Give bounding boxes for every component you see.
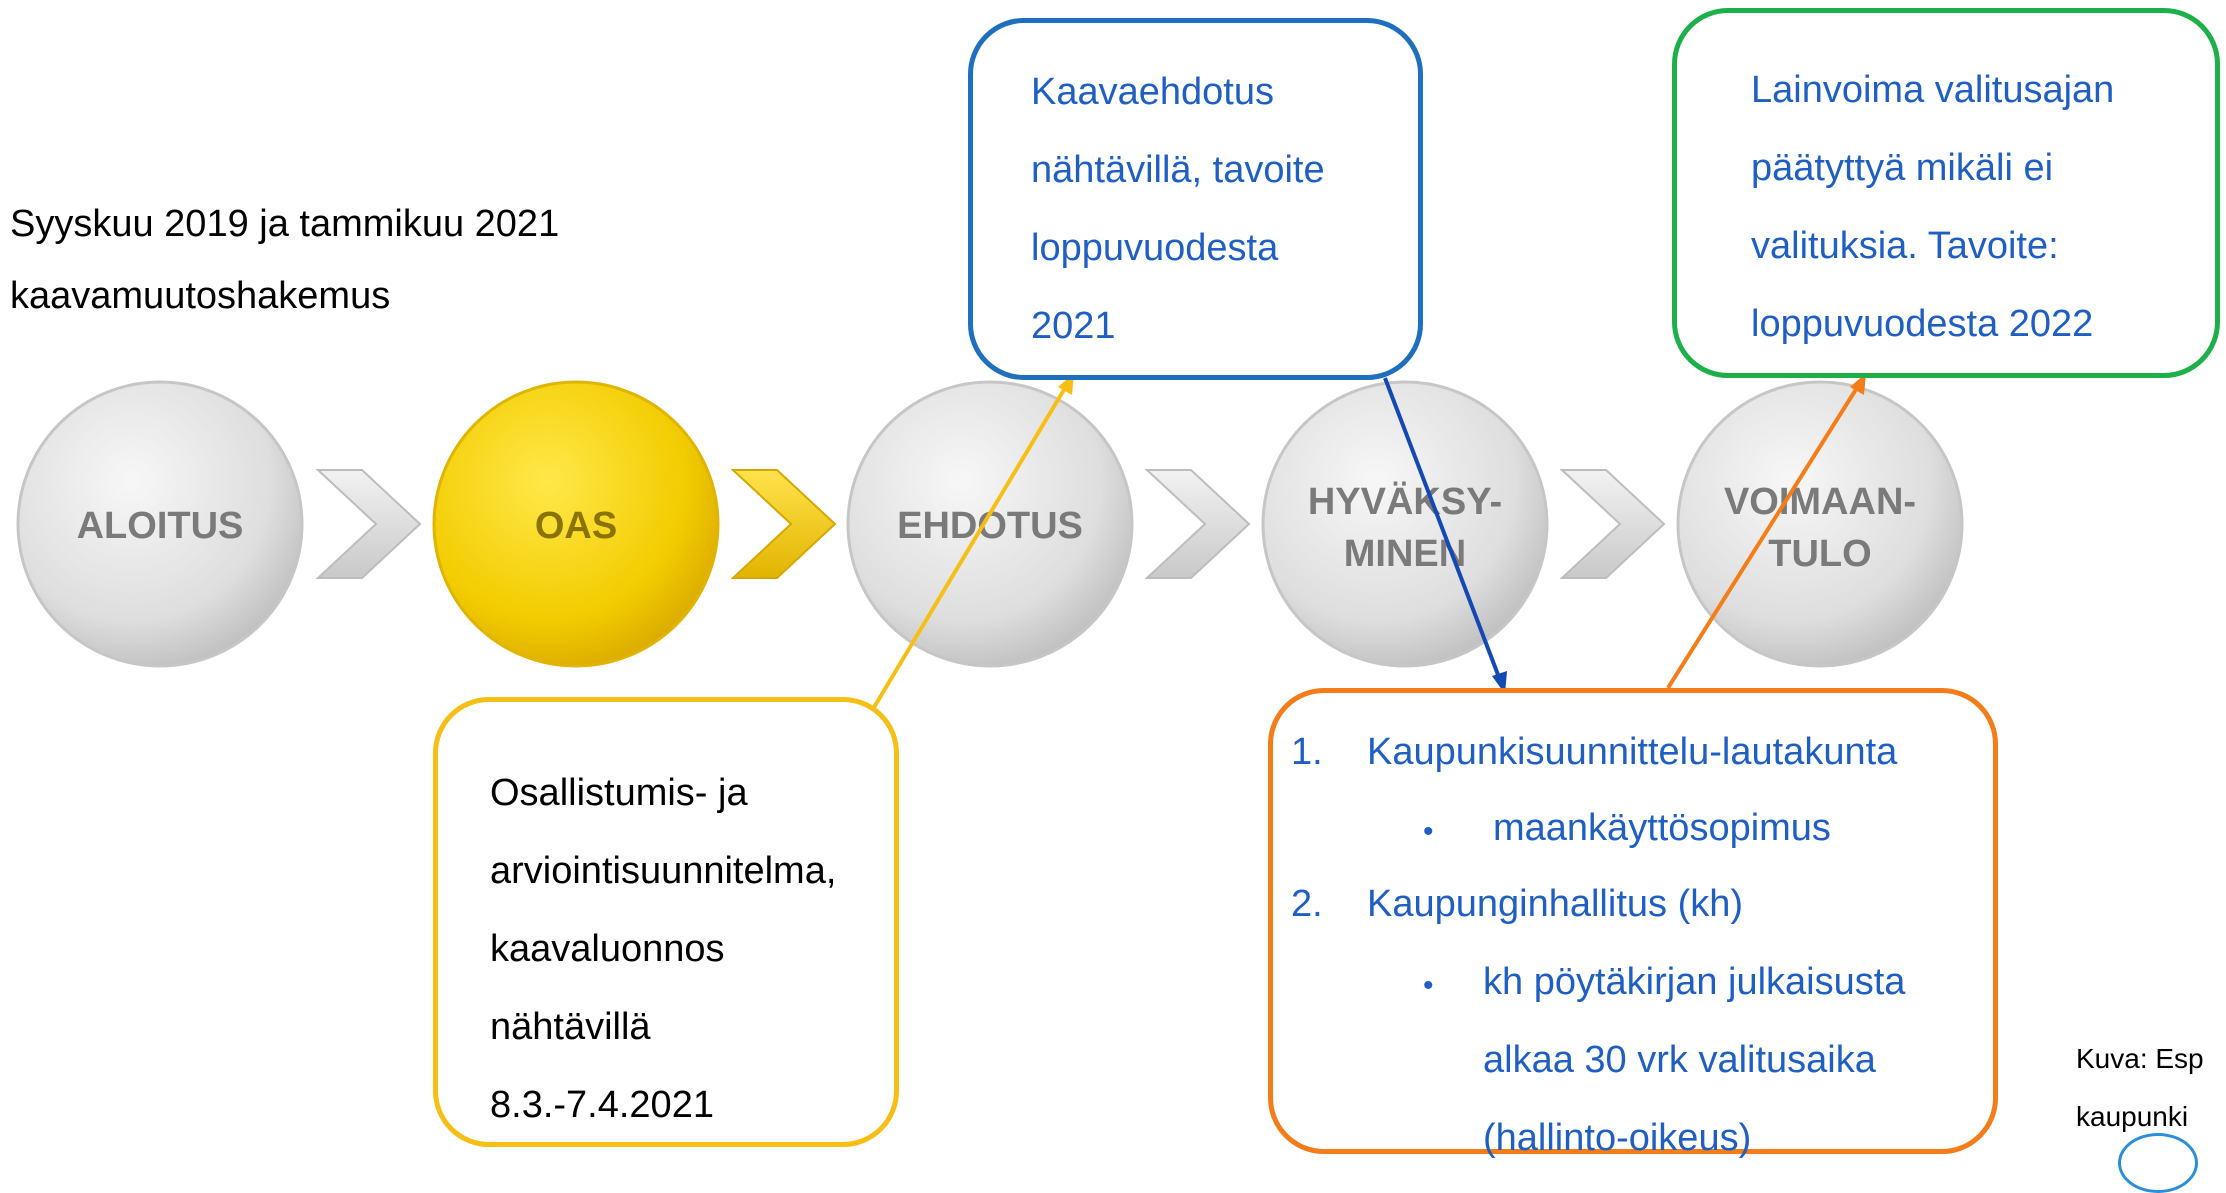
box-line: kaavaluonnos (490, 928, 725, 970)
list-item: Kaupunkisuunnittelu-lautakunta (1367, 731, 1898, 773)
kaavaehdotus-box: Kaavaehdotus nähtävillä, tavoite loppuvu… (968, 18, 1423, 380)
box-line: 2021 (1031, 305, 1116, 347)
process-diagram: ALOITUS OAS EHDOTUS HYVÄKSY- MINEN VOIMA… (16, 373, 1964, 716)
stage-label: HYVÄKSY- (1308, 480, 1502, 523)
list-item: Kaupunginhallitus (kh) (1367, 883, 1744, 925)
city-logo-icon (2118, 1133, 2198, 1193)
chevron-icon (1144, 469, 1251, 579)
stage-aloitus: ALOITUS (16, 380, 304, 668)
stage-circle (432, 380, 720, 668)
oas-box: Osallistumis- ja arviointisuunnitelma, k… (433, 697, 899, 1147)
stage-oas: OAS (432, 380, 720, 668)
stage-circle (846, 380, 1134, 668)
box-line: Kaavaehdotus (1031, 71, 1274, 113)
box-text: Osallistumis- ja arviointisuunnitelma, k… (438, 702, 894, 1144)
credit-line: Kuva: Esp (2076, 1043, 2204, 1074)
chevron-icon (1559, 469, 1666, 579)
box-line: päätyttyä mikäli ei (1751, 147, 2054, 189)
box-line: Lainvoima valitusajan (1751, 69, 2115, 111)
box-text: Lainvoima valitusajan päätyttyä mikäli e… (1677, 13, 2215, 363)
stage-label: VOIMAAN- (1724, 481, 1916, 523)
box-line: arviointisuunnitelma, (490, 850, 837, 892)
box-line: nähtävillä, tavoite (1031, 149, 1325, 191)
stage-label: TULO (1768, 533, 1871, 575)
stage-hyvaksyminen: HYVÄKSY- MINEN (1261, 380, 1549, 668)
intro-line: kaavamuutoshakemus (10, 275, 391, 317)
bullet-icon: • (1423, 815, 1434, 848)
stage-voimaantulo: VOIMAAN- TULO (1676, 380, 1964, 668)
sub-item: kh pöytäkirjan julkaisusta (1483, 961, 1906, 1003)
hyvaksyminen-box: 1. Kaupunkisuunnittelu-lautakunta • maan… (1268, 688, 1998, 1159)
box-text: Kaavaehdotus nähtävillä, tavoite loppuvu… (973, 23, 1418, 365)
stage-circle (1261, 380, 1549, 668)
chevron-icon (315, 469, 422, 579)
box-line: valituksia. Tavoite: (1751, 225, 2059, 267)
sub-item: maankäyttösopimus (1493, 807, 1831, 849)
lainvoima-box: Lainvoima valitusajan päätyttyä mikäli e… (1672, 8, 2220, 378)
intro-line: Syyskuu 2019 ja tammikuu 2021 (10, 203, 560, 245)
sub-item: (hallinto-oikeus) (1483, 1117, 1752, 1159)
stage-label: ALOITUS (77, 505, 244, 547)
list-number: 2. (1291, 883, 1323, 925)
box-line: Osallistumis- ja (490, 772, 748, 814)
credit-line: kaupunki (2076, 1101, 2189, 1132)
intro-text: Syyskuu 2019 ja tammikuu 2021 kaavamuuto… (10, 188, 559, 332)
stage-ehdotus: EHDOTUS (846, 380, 1134, 668)
box-line: 8.3.-7.4.2021 (490, 1084, 714, 1126)
chevron-icon (730, 469, 837, 579)
stage-circle (16, 380, 304, 668)
box-line: loppuvuodesta (1031, 227, 1279, 269)
list-number: 1. (1291, 731, 1323, 773)
stage-circle (1676, 380, 1964, 668)
connector-hyvaksyminen-to-lainvoima (1666, 373, 1866, 690)
bullet-icon: • (1423, 969, 1434, 1002)
box-line: nähtävillä (490, 1006, 651, 1048)
box-line: loppuvuodesta 2022 (1751, 303, 2094, 345)
image-credit: Kuva: Esp kaupunki (2076, 1030, 2204, 1146)
sub-item: alkaa 30 vrk valitusaika (1483, 1039, 1876, 1081)
stage-label: OAS (535, 505, 617, 547)
